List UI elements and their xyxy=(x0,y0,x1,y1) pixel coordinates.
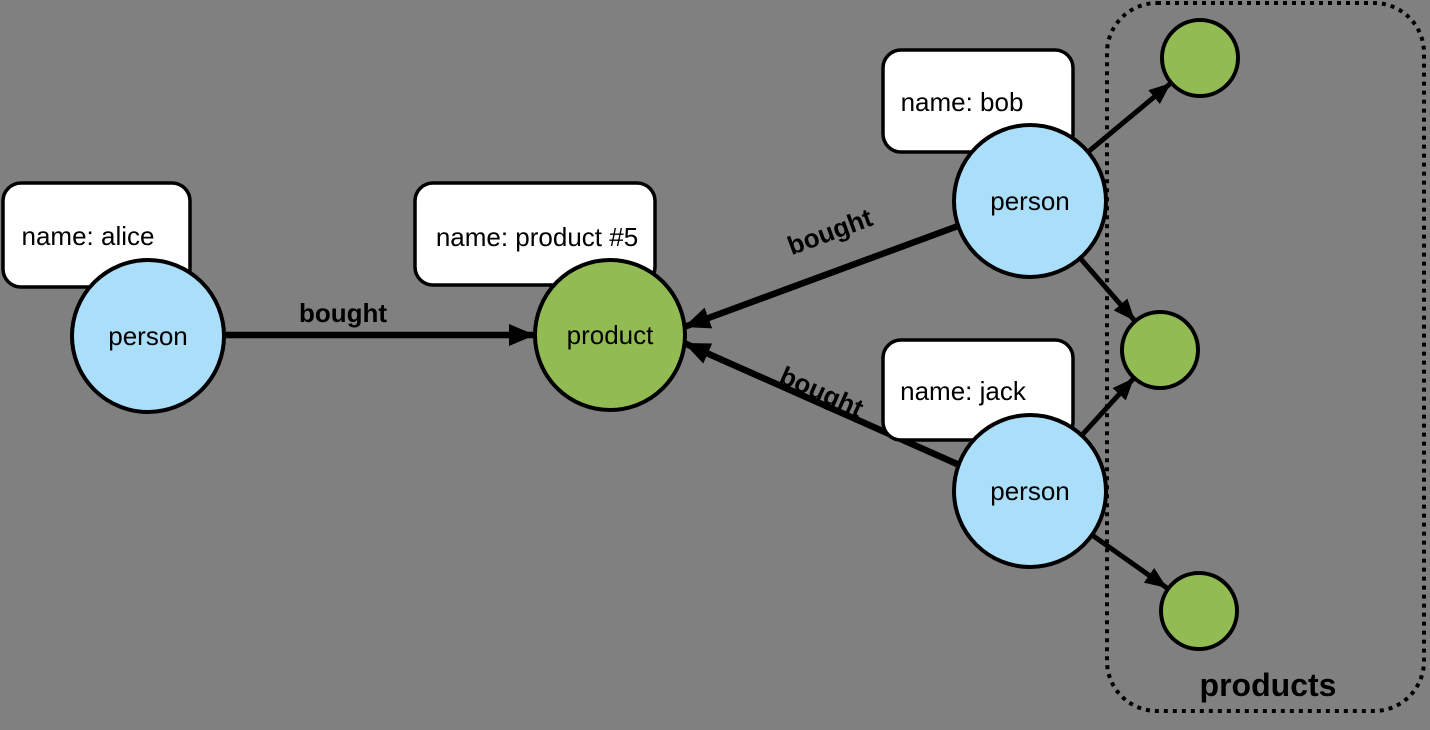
property-text-bob: name: bob xyxy=(901,87,1024,117)
edge-label-alice-bought: bought xyxy=(299,298,387,328)
edge-bob-product-top xyxy=(1086,81,1173,154)
property-text-alice: name: alice xyxy=(22,221,155,251)
node-label-bob: person xyxy=(990,186,1070,216)
node-label-product5: product xyxy=(567,320,654,350)
product-node-middle xyxy=(1120,310,1200,390)
edge-jack-product xyxy=(682,340,959,467)
node-label-jack: person xyxy=(990,476,1070,506)
property-text-jack: name: jack xyxy=(900,376,1027,406)
products-group-box xyxy=(1105,1,1426,713)
property-text-product5: name: product #5 xyxy=(436,222,638,252)
edge-label-bob-bought: bought xyxy=(783,202,876,261)
node-label-alice: person xyxy=(108,321,188,351)
node-alice: person xyxy=(70,258,226,414)
products-group-label: products xyxy=(1200,667,1337,703)
edge-bob-product xyxy=(682,222,960,331)
edge-bob-product-middle xyxy=(1078,256,1137,323)
edge-jack-product-middle xyxy=(1080,376,1136,437)
node-bob: person xyxy=(952,123,1108,279)
node-jack: person xyxy=(952,413,1108,569)
product-node-top xyxy=(1160,18,1240,98)
node-product5: product xyxy=(533,258,687,412)
edge-label-jack-bought: bought xyxy=(775,360,868,423)
product-node-bottom xyxy=(1159,571,1239,651)
edge-jack-product-bottom xyxy=(1090,532,1169,591)
